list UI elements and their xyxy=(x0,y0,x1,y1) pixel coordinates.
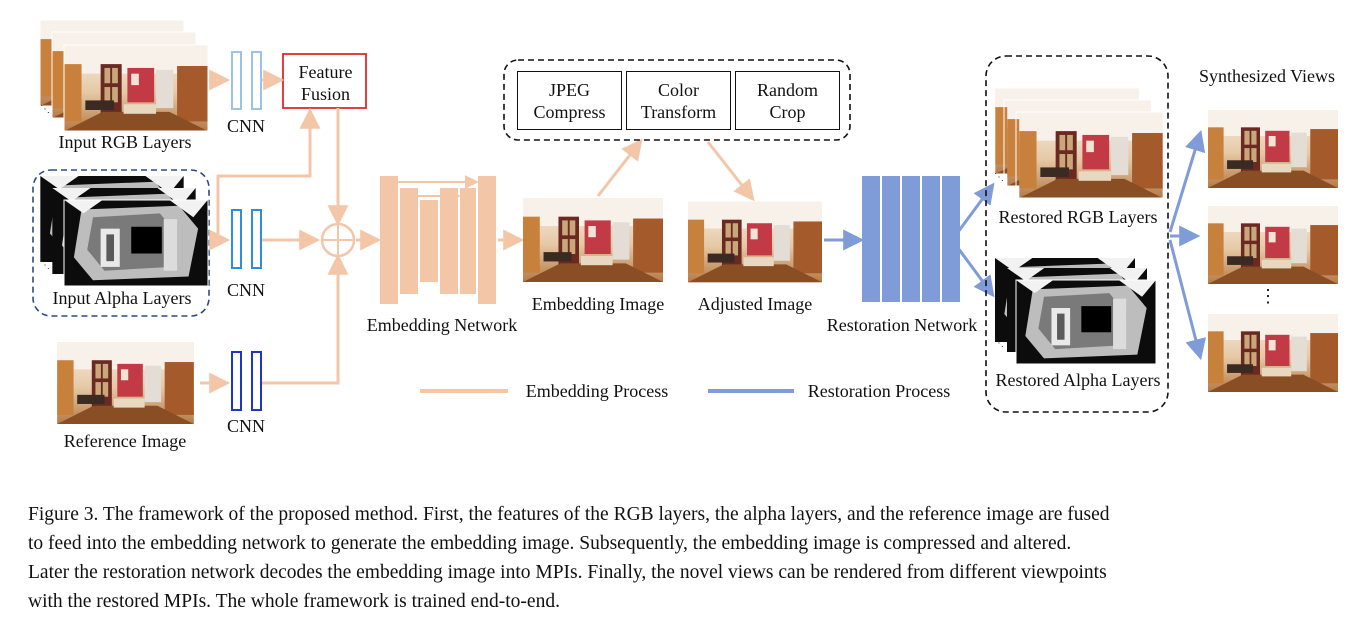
feature-fusion-line1: Feature xyxy=(298,62,353,82)
synthesized-views-title: Synthesized Views xyxy=(1198,66,1336,86)
input-alpha-label: Input Alpha Layers xyxy=(52,288,192,308)
legend-embedding-label: Embedding Process xyxy=(525,381,669,401)
attack-color-box: Color Transform xyxy=(626,71,731,130)
restoration-network-label: Restoration Network xyxy=(826,315,978,335)
attack-color-line2: Transform xyxy=(640,101,717,122)
attack-crop-line2: Crop xyxy=(769,101,806,122)
caption-line-2: to feed into the embedding network to ge… xyxy=(28,533,1072,554)
cnn-rgb-label: CNN xyxy=(226,116,265,136)
diagram-graphics: ⋱ ⋱ xyxy=(32,19,1338,424)
adjusted-image xyxy=(688,201,822,283)
attack-jpeg-line1: JPEG xyxy=(548,79,590,100)
restored-group-outline xyxy=(985,55,1169,413)
attack-crop-line1: Random xyxy=(757,79,818,100)
restoration-network xyxy=(862,176,960,302)
synthesized-view-3 xyxy=(1208,314,1338,392)
synthesized-view-2 xyxy=(1208,206,1338,284)
cnn-alpha-block xyxy=(231,209,262,269)
embedding-network-label: Embedding Network xyxy=(366,315,518,335)
feature-fusion-label: Feature Fusion xyxy=(283,61,368,105)
caption-line-4: with the restored MPIs. The whole framew… xyxy=(28,591,560,612)
figure-caption: Figure 3. The framework of the proposed … xyxy=(28,500,1348,616)
svg-text:⋱: ⋱ xyxy=(40,104,50,115)
input-alpha-group-outline xyxy=(32,169,210,317)
input-rgb-label: Input RGB Layers xyxy=(58,132,192,152)
legend-restoration-label: Restoration Process xyxy=(807,381,951,401)
restored-alpha-stack: ⋱ xyxy=(994,258,1157,365)
feature-fusion-box xyxy=(282,53,367,109)
cnn-reference-label: CNN xyxy=(226,416,265,436)
embedding-network xyxy=(380,176,496,304)
cnn-alpha-label: CNN xyxy=(226,280,265,300)
fusion-sum-node xyxy=(320,222,356,258)
cnn-reference-block xyxy=(231,351,262,411)
attack-color-line1: Color xyxy=(657,79,699,100)
restored-rgb-stack: ⋱ xyxy=(991,87,1167,199)
feature-fusion-line2: Fusion xyxy=(300,84,351,104)
embedding-image-label: Embedding Image xyxy=(531,294,665,314)
caption-line-3: Later the restoration network decodes th… xyxy=(28,562,1107,583)
attack-group-outline xyxy=(503,59,851,141)
attack-jpeg-line2: Compress xyxy=(533,101,606,122)
restored-alpha-label: Restored Alpha Layers xyxy=(995,370,1161,390)
attack-crop-box: Random Crop xyxy=(735,71,840,130)
restoration-arrows xyxy=(956,129,1206,361)
attack-jpeg-box: JPEG Compress xyxy=(517,71,622,130)
synthesized-views-ellipsis: ⋮ xyxy=(1259,286,1277,306)
reference-image xyxy=(57,342,194,424)
restored-rgb-label: Restored RGB Layers xyxy=(998,207,1158,227)
reference-image-label: Reference Image xyxy=(63,431,187,451)
svg-text:⋱: ⋱ xyxy=(40,260,50,271)
framework-diagram: ⋱ ⋱ xyxy=(32,19,1338,451)
input-rgb-stack: ⋱ xyxy=(39,19,209,132)
svg-text:⋱: ⋱ xyxy=(994,338,1004,349)
caption-line-1: Figure 3. The framework of the proposed … xyxy=(28,504,1110,525)
embedding-arrows xyxy=(200,69,755,394)
input-alpha-stack: ⋱ xyxy=(40,176,209,287)
svg-text:⋱: ⋱ xyxy=(994,172,1004,183)
embedding-image xyxy=(523,198,663,282)
cnn-rgb-block xyxy=(231,51,262,110)
adjusted-image-label: Adjusted Image xyxy=(697,294,813,314)
synthesized-view-1 xyxy=(1208,110,1338,188)
